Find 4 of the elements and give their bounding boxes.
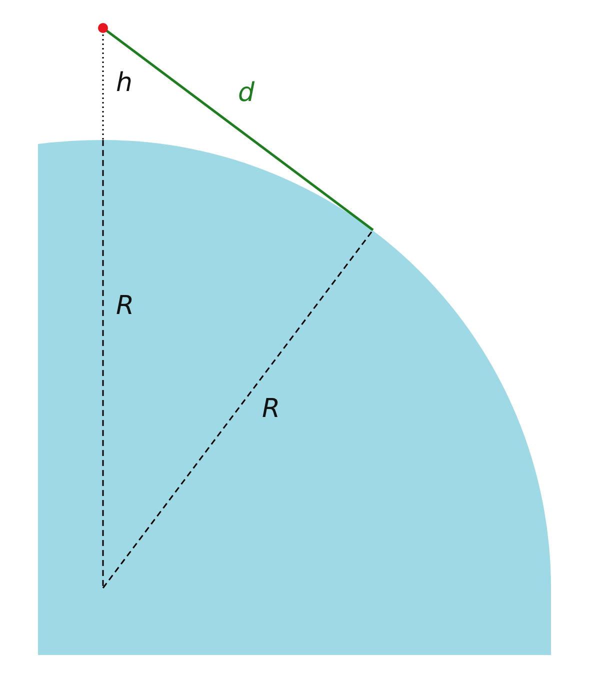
radius-label: R <box>262 396 280 422</box>
height-label: h <box>116 70 132 96</box>
distance-label: d <box>238 80 255 106</box>
radius-label: R <box>116 293 134 319</box>
